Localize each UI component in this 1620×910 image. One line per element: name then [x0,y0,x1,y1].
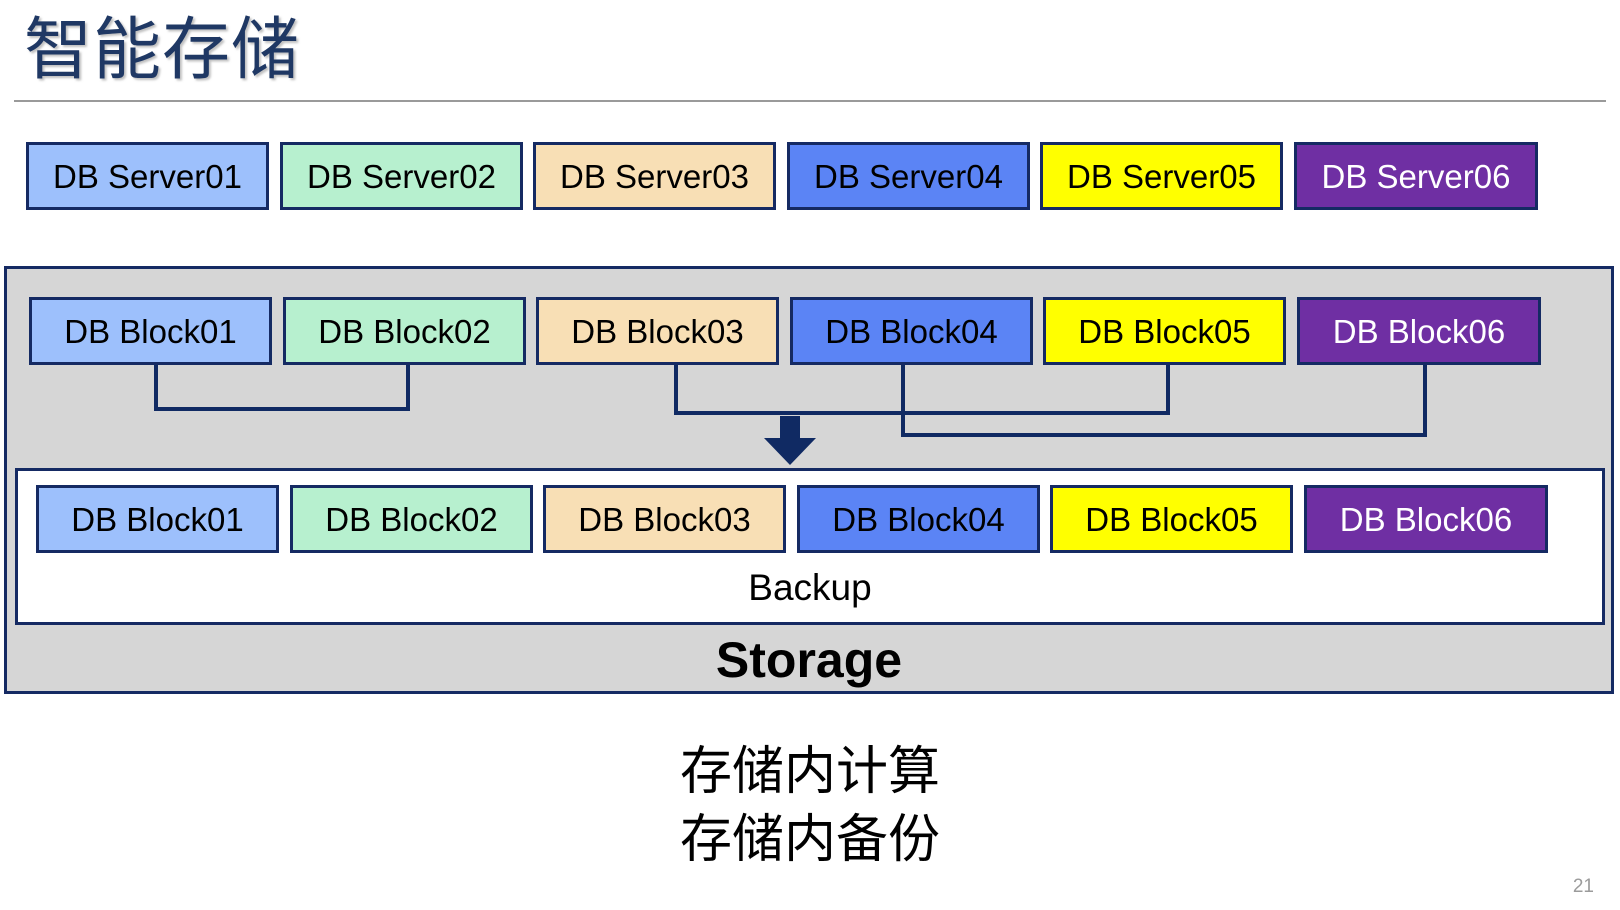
backup-block-box-2[interactable]: DB Block02 [290,485,533,553]
db-server-label-4: DB Server04 [814,157,1003,195]
backup-block-label-2: DB Block02 [325,500,498,538]
connector-block01-vertical [154,365,158,411]
db-block-box-4[interactable]: DB Block04 [790,297,1033,365]
db-block-box-1[interactable]: DB Block01 [29,297,272,365]
backup-label: Backup [748,567,872,608]
db-block-label-4: DB Block04 [825,312,998,350]
title-divider [14,100,1606,102]
db-block-label-3: DB Block03 [571,312,744,350]
db-block-label-2: DB Block02 [318,312,491,350]
db-block-row: DB Block01 DB Block02 DB Block03 DB Bloc… [3,297,1620,365]
footer-text-block: 存储内计算 存储内备份 [0,738,1620,874]
db-server-label-5: DB Server05 [1067,157,1256,195]
connector-block06-vertical [1423,365,1427,437]
storage-label: Storage [715,632,903,688]
connector-block03-vertical [674,365,678,415]
db-block-box-6[interactable]: DB Block06 [1297,297,1541,365]
db-block-label-6: DB Block06 [1332,312,1506,350]
backup-block-box-3[interactable]: DB Block03 [543,485,786,553]
backup-panel: DB Block01 DB Block02 DB Block03 DB Bloc… [15,468,1605,625]
down-arrow-icon [764,416,816,465]
backup-block-label-5: DB Block05 [1085,500,1258,538]
db-block-label-5: DB Block05 [1078,312,1251,350]
db-server-box-3[interactable]: DB Server03 [533,142,776,210]
backup-block-box-5[interactable]: DB Block05 [1050,485,1293,553]
connector-block04-block06-horizontal [901,433,1427,437]
db-server-box-2[interactable]: DB Server02 [280,142,523,210]
db-block-label-1: DB Block01 [64,312,237,350]
connector-block04-vertical [901,365,905,437]
db-server-label-3: DB Server03 [560,157,749,195]
backup-block-row: DB Block01 DB Block02 DB Block03 DB Bloc… [32,485,1594,553]
db-server-box-4[interactable]: DB Server04 [787,142,1030,210]
db-server-row: DB Server01 DB Server02 DB Server03 DB S… [0,142,1620,210]
db-server-box-5[interactable]: DB Server05 [1040,142,1283,210]
backup-block-label-1: DB Block01 [71,500,244,538]
backup-block-label-3: DB Block03 [578,500,751,538]
db-server-label-6: DB Server06 [1321,157,1511,195]
connector-block03-block05-horizontal [674,411,1170,415]
db-server-label-2: DB Server02 [307,157,496,195]
connector-block05-vertical [1166,365,1170,415]
db-server-box-1[interactable]: DB Server01 [26,142,269,210]
page-title: 智能存储 [24,12,301,88]
backup-block-label-4: DB Block04 [832,500,1005,538]
db-block-box-5[interactable]: DB Block05 [1043,297,1286,365]
connector-block02-vertical [406,365,410,411]
page-number: 21 [1572,876,1594,897]
db-block-box-2[interactable]: DB Block02 [283,297,526,365]
backup-block-box-1[interactable]: DB Block01 [36,485,279,553]
storage-container: DB Block01 DB Block02 DB Block03 DB Bloc… [4,266,1614,694]
backup-block-box-4[interactable]: DB Block04 [797,485,1040,553]
db-block-box-3[interactable]: DB Block03 [536,297,779,365]
footer-line-1: 存储内计算 [679,743,940,801]
connector-block01-block02-horizontal [154,407,410,411]
footer-line-2: 存储内备份 [679,811,940,869]
backup-block-box-6[interactable]: DB Block06 [1304,485,1548,553]
db-server-label-1: DB Server01 [53,157,242,195]
backup-block-label-6: DB Block06 [1339,500,1513,538]
db-server-box-6[interactable]: DB Server06 [1294,142,1538,210]
